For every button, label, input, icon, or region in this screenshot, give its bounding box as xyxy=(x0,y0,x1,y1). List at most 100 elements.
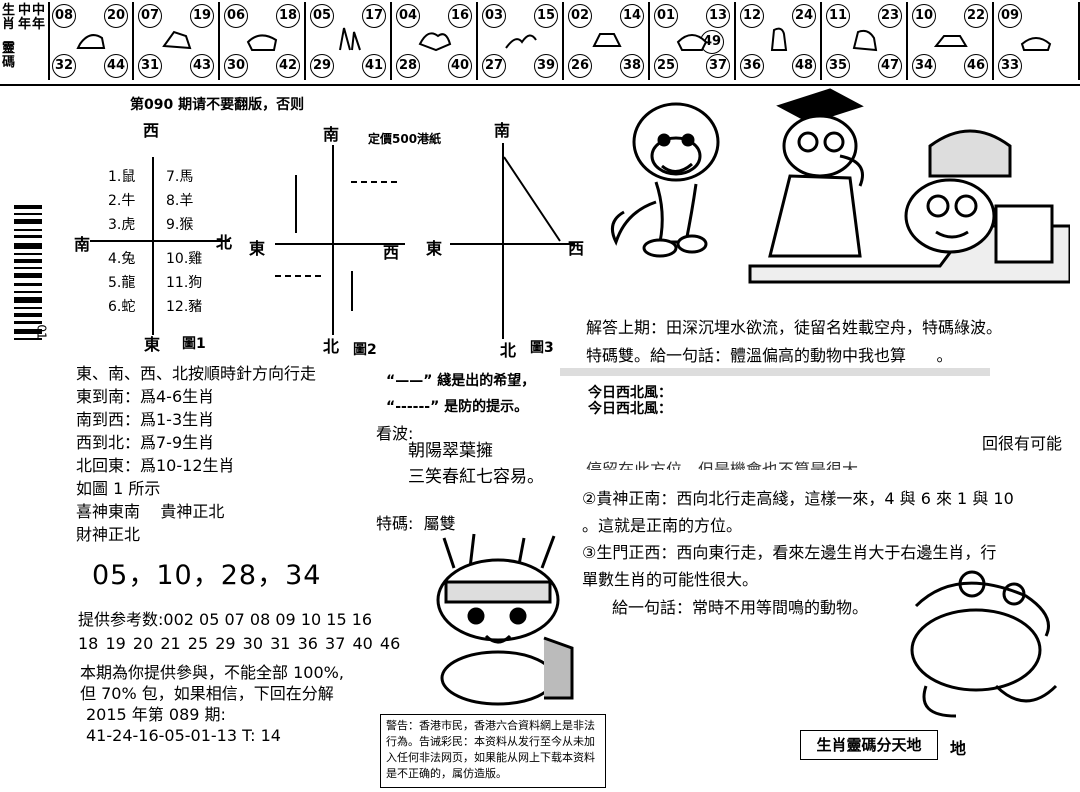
zodiac-goat: 8.羊 xyxy=(166,193,194,209)
monkey-cartoon xyxy=(610,102,720,258)
cell-number: 25 xyxy=(654,54,678,78)
zodiac-pig: 12.豬 xyxy=(166,299,203,315)
zodiac-animal-icon xyxy=(162,30,192,50)
answer-p2: ②貴神正南：西向北行走高綫，這樣一來，4 與 6 來 1 與 10 xyxy=(582,489,1014,508)
zodiac-animal-icon xyxy=(339,27,361,51)
cell-number: 05 xyxy=(310,4,334,28)
cell-number: 44 xyxy=(104,54,128,78)
note-line4: 41-24-16-05-01-13 T: 14 xyxy=(86,726,281,745)
gods-row: 喜神東南 貴神正北 xyxy=(76,500,316,523)
cell-number: 28 xyxy=(396,54,420,78)
cell-number: 27 xyxy=(482,54,506,78)
barcode xyxy=(14,205,42,340)
tema-row: 特碼: 屬雙 xyxy=(376,510,456,534)
answer-line2: 特碼雙。給一句話：體溫偏高的動物中我也算 。 xyxy=(586,342,953,366)
answer-line2-end: 。 xyxy=(936,346,953,365)
zodiac-animal-icon xyxy=(76,34,106,49)
zodiac-animal-icon xyxy=(770,27,788,51)
strip-title-1: 生肖 xyxy=(2,3,16,32)
cell-number: 13 xyxy=(706,4,730,28)
cell-number: 18 xyxy=(276,4,300,28)
cell-number: 38 xyxy=(620,54,644,78)
zodiac-rat: 1.鼠 xyxy=(108,169,136,185)
rules-block: 東、南、西、北按順時針方向行走 東到南：爲4-6生肖 南到西：爲1-3生肖 西到… xyxy=(76,362,316,546)
legend-solid: “——” 綫是出的希望， xyxy=(386,373,536,389)
ref-row1: 提供参考数:002 05 07 08 09 10 15 16 xyxy=(78,606,372,630)
zodiac-animal-icon xyxy=(505,34,537,49)
fig3-bottom: 北 xyxy=(500,341,517,360)
fig1-top: 西 xyxy=(143,121,160,140)
zodiac-horse: 7.馬 xyxy=(166,169,194,185)
fig1-bottom: 東 xyxy=(144,335,161,354)
zodiac-animal-icon xyxy=(246,34,278,51)
brand-box: 生肖靈碼分天地 xyxy=(800,730,938,760)
cell-number: 03 xyxy=(482,4,506,28)
cell-number: 34 xyxy=(912,54,936,78)
god-wealth: 財神正北 xyxy=(76,525,141,544)
price-label: 定價500港紙 xyxy=(368,132,442,146)
cell-number: 31 xyxy=(138,54,162,78)
fig1-right: 北 xyxy=(216,233,233,252)
strip-title-2: 靈碼 xyxy=(2,41,16,70)
zodiac-animal-icon xyxy=(676,34,708,51)
zodiac-animal-icon xyxy=(592,33,622,47)
cell-number: 24 xyxy=(792,4,816,28)
god-joy: 喜神東南 xyxy=(76,502,141,521)
figure-1: 西 南 北 東 圖1 1.鼠 2.牛 3.虎 4.兔 5.龍 6.蛇 7.馬 8… xyxy=(70,115,260,355)
fig2-left: 東 xyxy=(249,239,266,258)
cell-number: 41 xyxy=(362,54,386,78)
cell-number: 35 xyxy=(826,54,850,78)
kanbo-label: 看波: xyxy=(376,424,414,443)
fig2-bottom: 北 xyxy=(323,337,340,356)
rule-south-west: 南到西：爲1-3生肖 xyxy=(76,410,215,429)
tema-label: 特碼: xyxy=(376,514,414,533)
cell-number: 47 xyxy=(878,54,902,78)
cell-number: 30 xyxy=(224,54,248,78)
figure-2: 南 東 西 北 圖2 xyxy=(245,115,410,360)
cell-number: 48 xyxy=(792,54,816,78)
god-noble: 貴神正北 xyxy=(160,502,225,521)
possible-text: 回很有可能 xyxy=(982,434,1063,453)
fig1-col1: 1.鼠 2.牛 3.虎 4.兔 5.龍 6.蛇 xyxy=(108,165,135,319)
ref-label: 提供参考数: xyxy=(78,610,164,629)
fig3-left: 東 xyxy=(426,239,443,258)
fig3-diagonal xyxy=(503,156,561,242)
zodiac-animal-icon xyxy=(934,35,968,47)
fig-ref: 如圖 1 所示 xyxy=(76,479,161,498)
zodiac-animal-icon xyxy=(1020,37,1052,51)
answer-p3b: 單數生肖的可能性很大。 xyxy=(582,570,759,589)
cell-number: 07 xyxy=(138,4,162,28)
fig2-top: 南 xyxy=(323,125,340,144)
cell-number: 06 xyxy=(224,4,248,28)
cell-number: 12 xyxy=(740,4,764,28)
cell-number: 40 xyxy=(448,54,472,78)
rule-north-east: 北回東：爲10-12生肖 xyxy=(76,456,235,475)
strip-title: 生肖 靈碼 中年 中年 xyxy=(0,2,50,80)
zodiac-monkey: 9.猴 xyxy=(166,217,194,233)
note-line2: 但 70% 包，如果相信，下回在分解 xyxy=(80,684,334,703)
fig1-left: 南 xyxy=(74,235,91,254)
fig3-right: 西 xyxy=(568,239,585,258)
answer-p4: 給一句話：常時不用等間鳴的動物。 xyxy=(612,598,869,617)
cell-number: 08 xyxy=(52,4,76,28)
warning-box: 警告：香港市民，香港六合資料網上是非法行為。告诫彩民：本资料从发行至今从未加入任… xyxy=(380,714,606,788)
answer-p3: ③生門正西：西向東行走，看來左邊生肖大于右邊生肖，行 xyxy=(582,543,997,562)
kanbo-line1: 朝陽翠葉擁 xyxy=(408,441,493,461)
cell-number: 17 xyxy=(362,4,386,28)
fig3-top: 南 xyxy=(494,121,511,140)
cell-number: 32 xyxy=(52,54,76,78)
cell-number: 22 xyxy=(964,4,988,28)
cell-number: 16 xyxy=(448,4,472,28)
answer-line1: 解答上期：田深沉埋水欲流，徒留名姓載空舟，特碼綠波。 xyxy=(586,318,1003,337)
issue-note: 第090 期请不要翻版，否则 xyxy=(130,97,305,113)
zodiac-dog: 11.狗 xyxy=(166,275,203,291)
barcode-text: 01 xyxy=(34,324,49,340)
